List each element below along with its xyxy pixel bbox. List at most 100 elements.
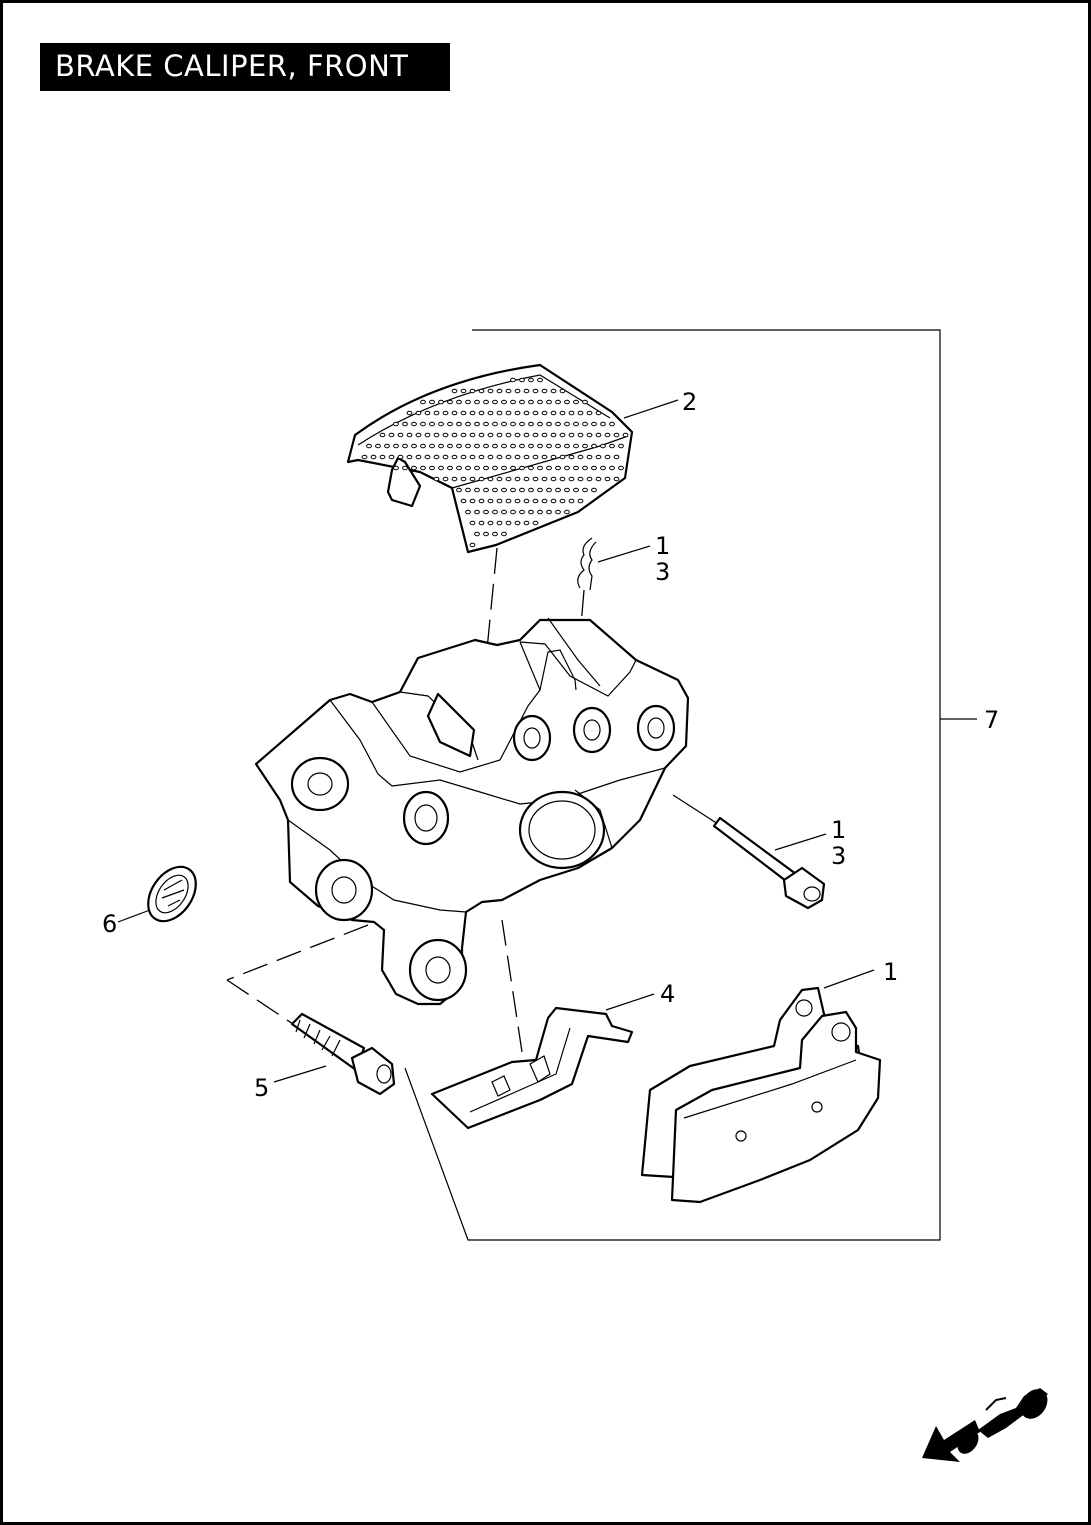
- cover-hole: [541, 388, 548, 394]
- cover-hole: [501, 487, 507, 493]
- cover-hole: [447, 421, 453, 427]
- cover-hole: [478, 498, 485, 504]
- callout-cover: 2: [682, 388, 697, 416]
- cover-hole: [478, 432, 485, 438]
- callout-kit: 7: [984, 706, 999, 734]
- cover-hole: [591, 487, 597, 493]
- cover-hole: [406, 432, 413, 438]
- cover-hole: [474, 465, 480, 471]
- cover-hole: [505, 520, 512, 526]
- callout-clip-3: 3: [655, 558, 670, 586]
- cover-hole: [618, 465, 624, 471]
- cover-hole: [429, 443, 435, 449]
- cover-hole: [420, 399, 426, 405]
- cover-hole: [433, 410, 440, 416]
- cover-hole: [393, 443, 399, 449]
- cover-hole: [618, 443, 624, 449]
- cover-hole: [492, 399, 498, 405]
- cover-hole: [501, 509, 507, 515]
- cover-hole: [550, 388, 557, 394]
- cover-hole: [582, 443, 588, 449]
- cover-hole: [537, 465, 543, 471]
- cover-hole: [483, 399, 489, 405]
- cover-hole: [519, 465, 525, 471]
- cover-hole: [555, 465, 561, 471]
- cover-hole: [577, 410, 584, 416]
- cover-hole: [505, 410, 512, 416]
- cover-hole: [573, 399, 579, 405]
- cover-hole: [474, 443, 480, 449]
- cover-hole: [568, 432, 575, 438]
- cover-hole: [496, 388, 503, 394]
- cover-hole: [492, 421, 498, 427]
- title-bar: BRAKE CALIPER, FRONT: [40, 43, 450, 91]
- caliper-body: [254, 617, 690, 1006]
- cover-hole: [546, 487, 552, 493]
- cover-hole: [384, 443, 390, 449]
- cover-hole: [568, 498, 575, 504]
- cover-hole: [433, 454, 440, 460]
- cover-hole: [591, 465, 597, 471]
- cover-hole: [465, 443, 471, 449]
- retaining-clip: [577, 537, 597, 591]
- cover-hole: [559, 454, 566, 460]
- cover-hole: [460, 476, 467, 482]
- cover-hole: [505, 454, 512, 460]
- cover-hole: [474, 509, 480, 515]
- cover-hole: [564, 487, 570, 493]
- cover-hole: [469, 476, 476, 482]
- cover-hole: [528, 399, 534, 405]
- cover-hole: [523, 432, 530, 438]
- cover-hole: [519, 443, 525, 449]
- cover-hole: [492, 487, 498, 493]
- cover-hole: [393, 465, 399, 471]
- cover-hole: [555, 399, 561, 405]
- cover-hole: [487, 410, 494, 416]
- cover-hole: [388, 454, 395, 460]
- cover-hole: [600, 465, 606, 471]
- cover-hole: [402, 465, 408, 471]
- cover-hole: [451, 476, 458, 482]
- cover-hole: [510, 443, 516, 449]
- cover-hole: [582, 487, 588, 493]
- cover-hole: [591, 443, 597, 449]
- cover-hole: [541, 432, 548, 438]
- cover-hole: [496, 476, 503, 482]
- cover-hole: [559, 498, 566, 504]
- cover-hole: [505, 432, 512, 438]
- cover-hole: [523, 520, 530, 526]
- cover-hole: [564, 399, 570, 405]
- cover-hole: [577, 454, 584, 460]
- cover-hole: [514, 520, 521, 526]
- cover-hole: [586, 476, 593, 482]
- cover-hole: [474, 487, 480, 493]
- cover-hole: [550, 476, 557, 482]
- cover-hole: [483, 531, 489, 537]
- cover-hole: [438, 421, 444, 427]
- cover-hole: [487, 498, 494, 504]
- cover-hole: [465, 487, 471, 493]
- cover-hole: [564, 421, 570, 427]
- cover-hole: [523, 388, 530, 394]
- cover-hole: [397, 454, 404, 460]
- cover-hole: [559, 432, 566, 438]
- cover-hole: [496, 498, 503, 504]
- caliper-cover: [346, 363, 634, 554]
- cover-hole: [546, 443, 552, 449]
- cover-hole: [483, 421, 489, 427]
- cover-hole: [546, 421, 552, 427]
- callout-clip-1: 1: [655, 532, 670, 560]
- cover-hole: [505, 476, 512, 482]
- cover-hole: [577, 498, 584, 504]
- cover-hole: [609, 465, 615, 471]
- cover-hole: [478, 388, 485, 394]
- cover-hole: [406, 410, 413, 416]
- cover-hole: [541, 476, 548, 482]
- cover-hole: [429, 399, 435, 405]
- cover-perforations: [361, 377, 629, 548]
- cover-hole: [595, 432, 602, 438]
- cover-hole: [411, 443, 417, 449]
- callout-spring: 4: [660, 980, 675, 1008]
- cover-hole: [550, 410, 557, 416]
